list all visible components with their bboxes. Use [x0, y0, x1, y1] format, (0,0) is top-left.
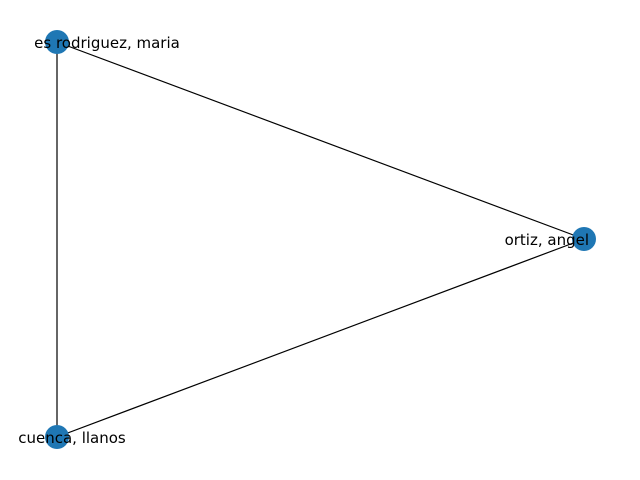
node-label-n3: cuenca, llanos — [18, 429, 126, 447]
node-label-n2: ortiz, angel — [505, 231, 589, 249]
node-label-n1: es rodriguez, maria — [34, 34, 180, 52]
labels-layer: es rodriguez, maria ortiz, angel cuenca, l… — [18, 34, 589, 447]
node-n1 — [45, 30, 69, 54]
edge-n1-n2 — [56, 41, 585, 240]
node-n2 — [572, 227, 596, 251]
edges-layer — [56, 41, 585, 438]
edge-n3-n2 — [56, 238, 585, 438]
node-n3 — [45, 425, 69, 449]
nodes-layer — [45, 30, 596, 449]
